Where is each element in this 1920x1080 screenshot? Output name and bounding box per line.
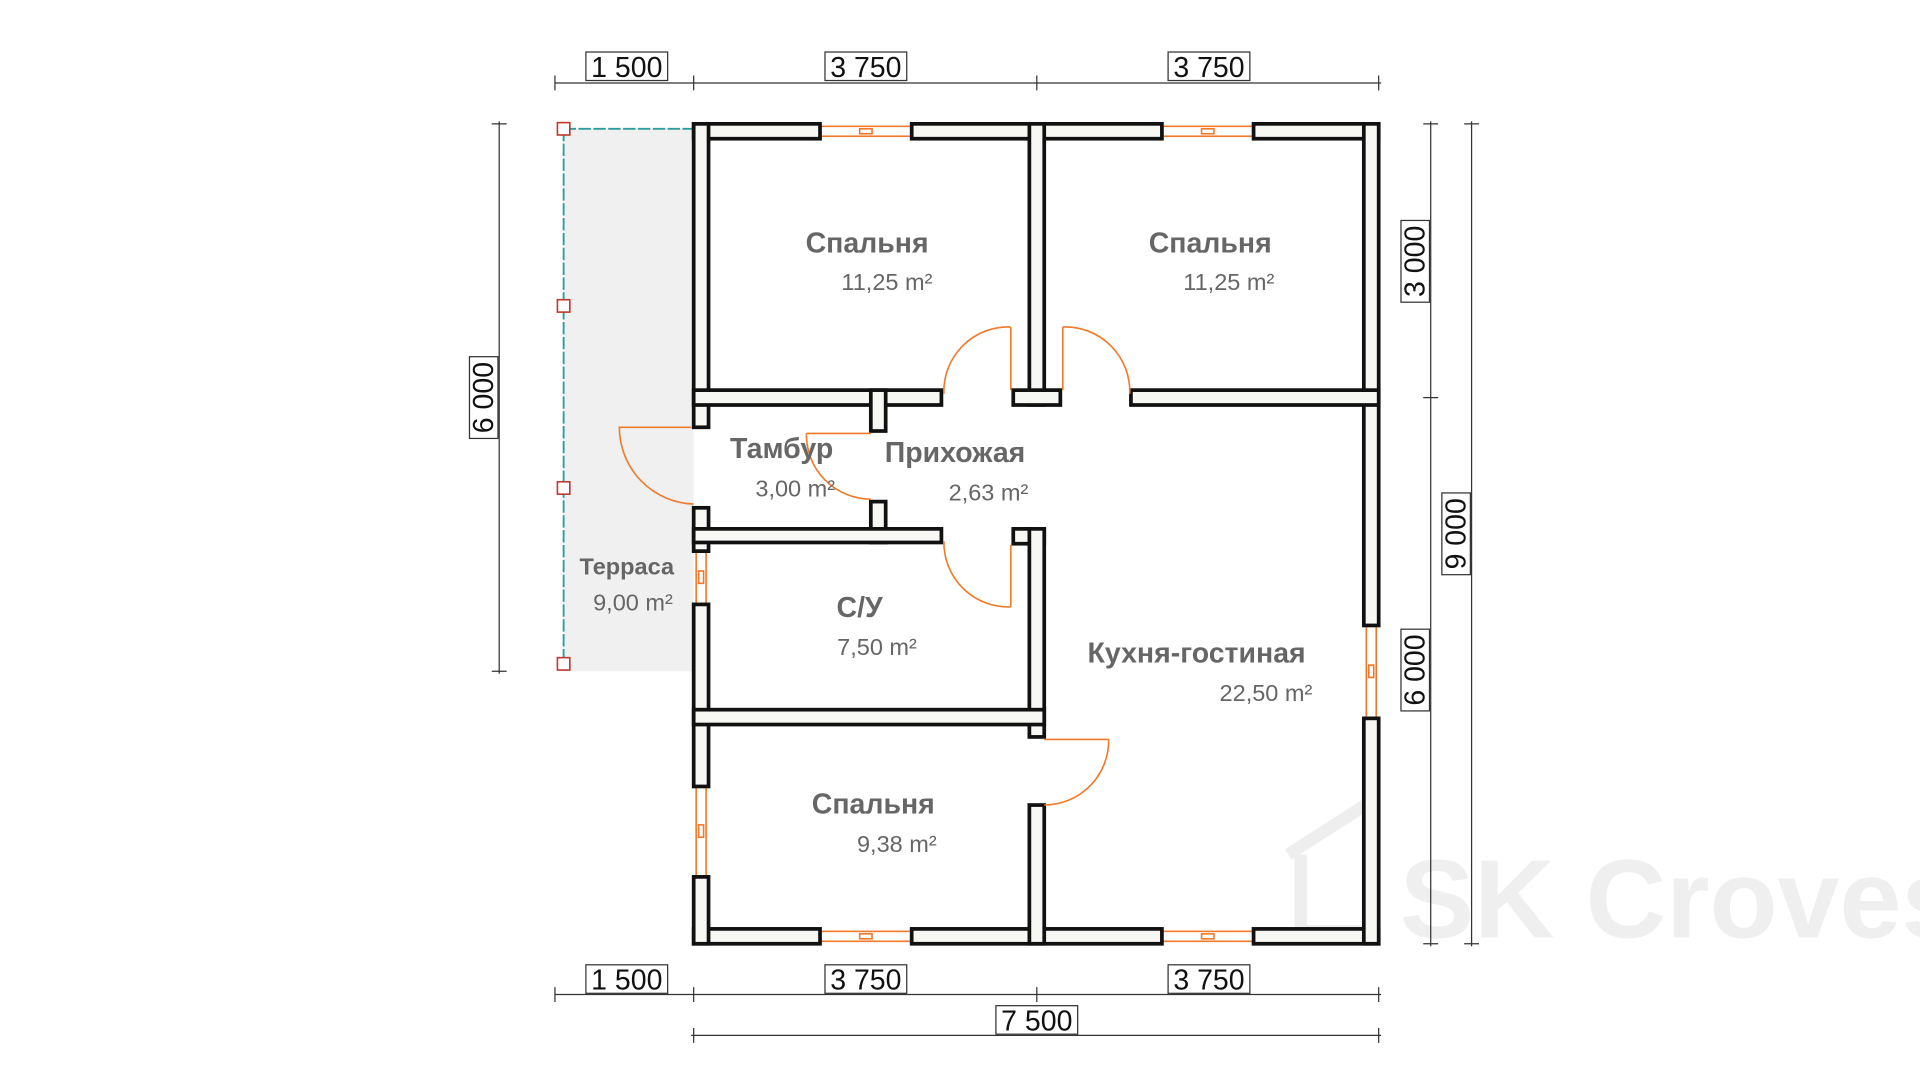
dimensions-left: 6 000 (468, 121, 507, 674)
room-area: 2,63 m² (949, 479, 1029, 505)
dimensions-bottom: 1 500 3 750 3 750 7 500 (554, 964, 1382, 1043)
dim-label: 3 750 (830, 965, 901, 997)
dim-label-total: 7 500 (1001, 1005, 1072, 1037)
room-name: Кухня-гостиная (1088, 638, 1306, 670)
dim-label: 1 500 (591, 52, 662, 84)
room-bathroom: С/У 7,50 m² (837, 592, 917, 660)
room-bedroom-1: Спальня 11,25 m² (806, 228, 933, 295)
room-tambur: Тамбур 3,00 m² (730, 433, 835, 501)
room-area: 9,00 m² (593, 590, 673, 616)
dimensions-top: 1 500 3 750 3 750 (554, 51, 1382, 91)
room-name: С/У (837, 592, 883, 624)
dim-label: 6 000 (468, 362, 500, 433)
dimensions-right: 3 000 6 000 9 000 (1400, 121, 1480, 947)
room-name: Спальня (812, 789, 935, 821)
walls (691, 121, 1381, 946)
room-area: 7,50 m² (837, 634, 917, 660)
dim-label: 9 000 (1440, 498, 1472, 569)
watermark: SK Croves (1284, 793, 1920, 962)
room-name: Тамбур (730, 433, 833, 465)
room-area: 11,25 m² (841, 269, 932, 295)
dim-label: 3 750 (1173, 52, 1244, 84)
room-name: Прихожая (885, 437, 1025, 469)
room-area: 3,00 m² (755, 476, 835, 502)
terrace-area (563, 128, 694, 672)
room-terrace: Терраса 9,00 m² (580, 554, 675, 616)
room-kitchen-living: Кухня-гостиная 22,50 m² (1088, 638, 1313, 706)
room-area: 11,25 m² (1183, 269, 1274, 295)
dim-label: 6 000 (1400, 634, 1432, 705)
dim-label: 1 500 (591, 965, 662, 997)
room-area: 9,38 m² (857, 831, 937, 857)
room-bedroom-3: Спальня 9,38 m² (812, 789, 937, 857)
doors (618, 326, 1131, 806)
room-bedroom-2: Спальня 11,25 m² (1149, 228, 1275, 295)
room-name: Терраса (580, 554, 675, 580)
dim-label: 3 000 (1400, 226, 1432, 297)
room-hallway: Прихожая 2,63 m² (885, 437, 1029, 505)
dim-label: 3 750 (1173, 965, 1244, 997)
room-name: Спальня (806, 228, 929, 260)
room-name: Спальня (1149, 228, 1272, 260)
terrace-posts (556, 121, 571, 671)
watermark-text: SK Croves (1400, 837, 1920, 962)
room-area: 22,50 m² (1220, 680, 1313, 706)
dim-label: 3 750 (830, 52, 901, 84)
